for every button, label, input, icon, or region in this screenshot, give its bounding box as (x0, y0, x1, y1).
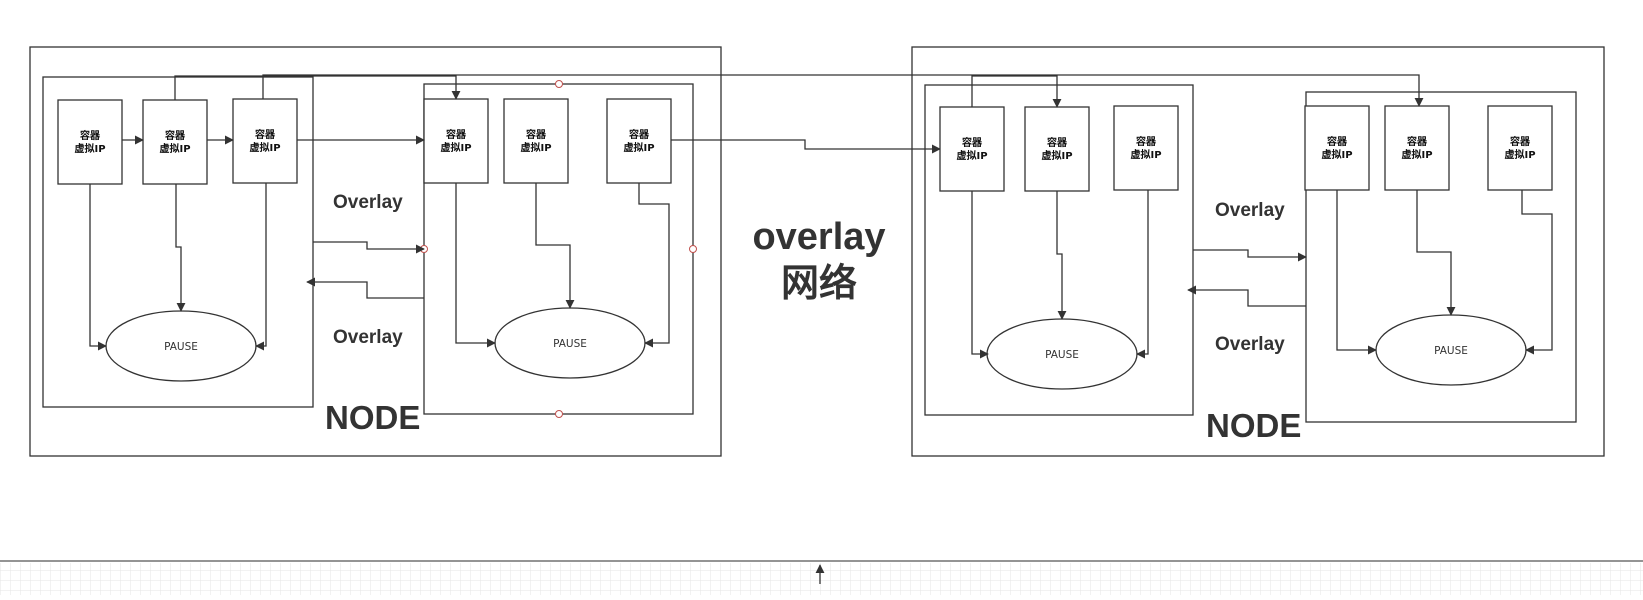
overlay-label: Overlay (1215, 334, 1285, 355)
container-box[interactable]: 容器 虚拟IP (232, 98, 298, 184)
container-label-line1: 容器 (1135, 135, 1157, 148)
center-title-line2: 网络 (781, 262, 857, 305)
container-label-line1: 容器 (628, 128, 650, 141)
container-box[interactable]: 容器 虚拟IP (1384, 105, 1450, 191)
container-label-line2: 虚拟IP (159, 142, 190, 155)
overlay-label: Overlay (333, 327, 403, 348)
container-label-line2: 虚拟IP (520, 141, 551, 154)
container-label-line1: 容器 (79, 129, 101, 142)
container-label-line2: 虚拟IP (623, 141, 654, 154)
node-frame-left (29, 46, 722, 457)
container-label-line2: 虚拟IP (1041, 149, 1072, 162)
container-label-line2: 虚拟IP (1401, 148, 1432, 161)
center-title-line1: overlay (752, 216, 885, 258)
pause-label: PAUSE (1045, 349, 1079, 361)
pause-ellipse[interactable]: PAUSE (494, 307, 646, 379)
node-label: NODE (1206, 407, 1301, 444)
container-label-line2: 虚拟IP (249, 141, 280, 154)
overlay-label: Overlay (333, 192, 403, 213)
pause-label: PAUSE (553, 338, 587, 350)
pause-label: PAUSE (164, 341, 198, 353)
selection-handle[interactable] (555, 410, 563, 418)
container-label-line1: 容器 (1509, 135, 1531, 148)
container-box[interactable]: 容器 虚拟IP (57, 99, 123, 185)
selection-handle[interactable] (689, 245, 697, 253)
container-label-line1: 容器 (1406, 135, 1428, 148)
container-label-line2: 虚拟IP (74, 142, 105, 155)
container-label-line1: 容器 (254, 128, 276, 141)
container-box[interactable]: 容器 虚拟IP (939, 106, 1005, 192)
container-label-line2: 虚拟IP (956, 149, 987, 162)
pause-ellipse[interactable]: PAUSE (986, 318, 1138, 390)
container-label-line2: 虚拟IP (1321, 148, 1352, 161)
container-box[interactable]: 容器 虚拟IP (423, 98, 489, 184)
container-label-line1: 容器 (525, 128, 547, 141)
container-box[interactable]: 容器 虚拟IP (142, 99, 208, 185)
container-label-line2: 虚拟IP (1130, 148, 1161, 161)
connector-lines-left (89, 135, 941, 351)
pause-ellipse[interactable]: PAUSE (105, 310, 257, 382)
node-label: NODE (325, 399, 420, 436)
connector-lines-top (174, 74, 1424, 108)
container-box[interactable]: 容器 虚拟IP (606, 98, 672, 184)
container-box[interactable]: 容器 虚拟IP (1113, 105, 1179, 191)
container-box[interactable]: 容器 虚拟IP (1487, 105, 1553, 191)
pause-label: PAUSE (1434, 345, 1468, 357)
container-label-line1: 容器 (1326, 135, 1348, 148)
overlay-label: Overlay (1215, 200, 1285, 221)
connector-lines-right (971, 190, 1553, 359)
selection-handle[interactable] (555, 80, 563, 88)
container-label-line1: 容器 (1046, 136, 1068, 149)
container-label-line2: 虚拟IP (1504, 148, 1535, 161)
container-box[interactable]: 容器 虚拟IP (1024, 106, 1090, 192)
container-label-line1: 容器 (961, 136, 983, 149)
container-label-line2: 虚拟IP (440, 141, 471, 154)
container-label-line1: 容器 (164, 129, 186, 142)
container-box[interactable]: 容器 虚拟IP (1304, 105, 1370, 191)
canvas-grid-area (0, 563, 1643, 595)
container-box[interactable]: 容器 虚拟IP (503, 98, 569, 184)
node-frame-right (911, 46, 1605, 457)
pause-ellipse[interactable]: PAUSE (1375, 314, 1527, 386)
container-label-line1: 容器 (445, 128, 467, 141)
